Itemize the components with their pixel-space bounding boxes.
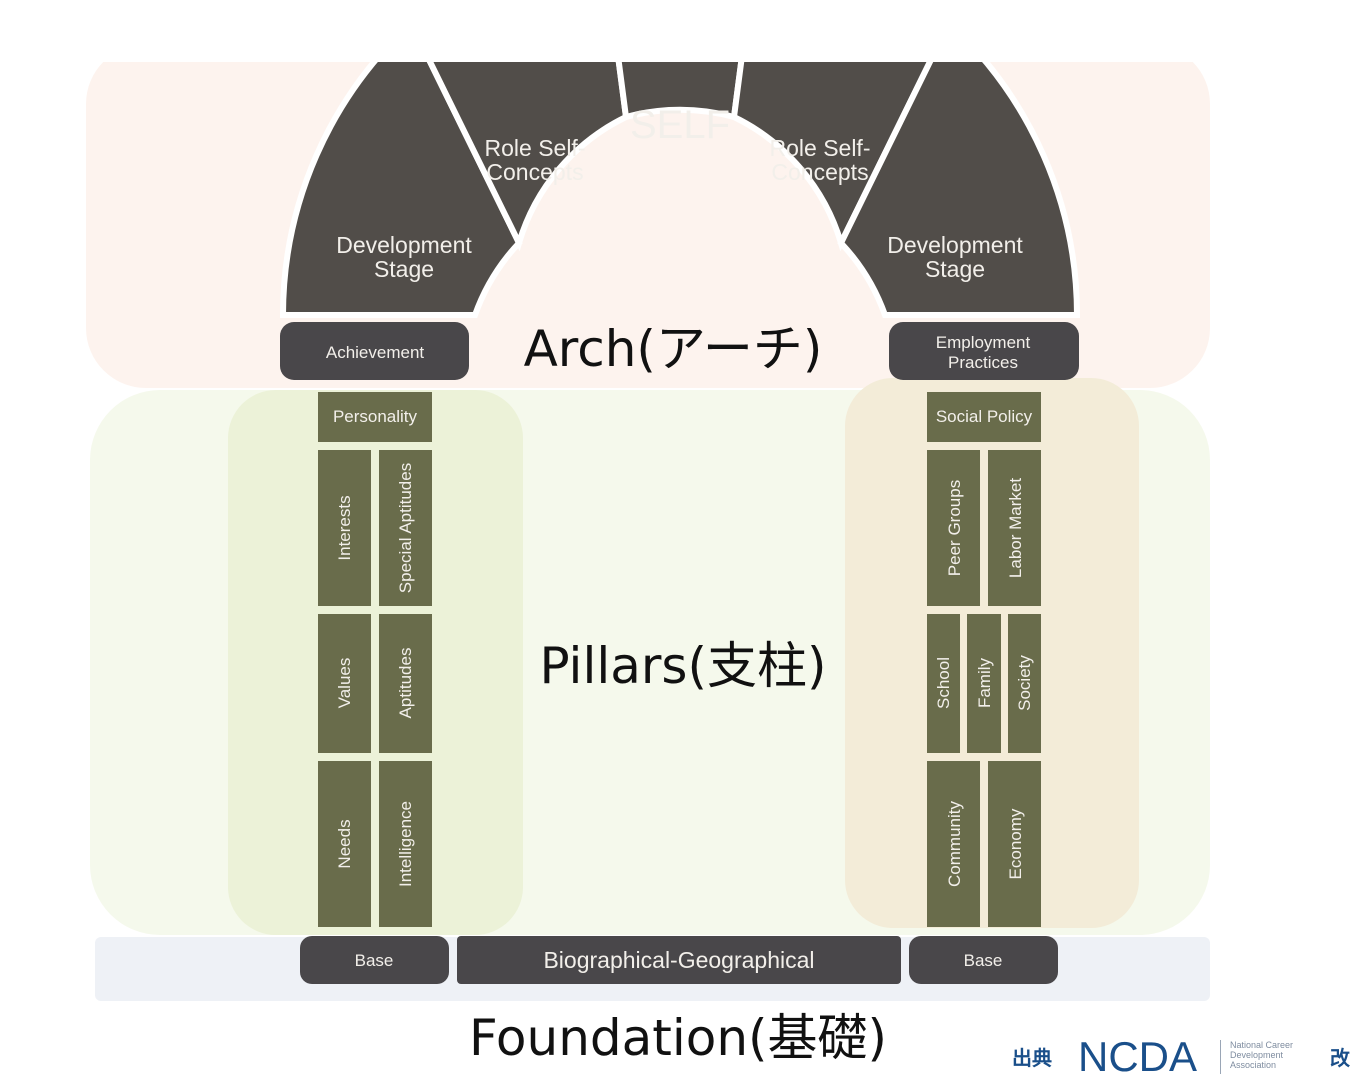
peer-groups-label: Peer Groups [945,480,964,576]
special-aptitudes-block [379,450,432,606]
personality-block [318,392,432,442]
needs-block [318,761,371,927]
arch-title: Arch(アーチ) [524,320,823,378]
community-block [927,761,980,927]
achievement-block [280,322,469,380]
biographical-geographical-block [457,936,901,984]
base-left-block [300,936,449,984]
foundation-title: Foundation(基礎) [469,1009,887,1067]
base-left-label: Base [355,951,394,970]
aptitudes-label: Aptitudes [396,648,415,719]
economy-label: Economy [1006,808,1025,879]
employment-line2: Practices [948,353,1018,372]
credit-divider [1220,1040,1221,1074]
intelligence-block [379,761,432,927]
school-label: School [934,657,953,709]
dev-left-line1: Development [336,232,472,258]
labor-market-label: Labor Market [1006,478,1025,578]
ncda-subtitle-line1: National Career [1230,1040,1293,1050]
arch-segment-dev-left [279,18,523,318]
community-label: Community [945,801,964,887]
biographical-geographical-label: Biographical-Geographical [543,947,814,973]
credit-prefix: 出典 [1012,1046,1052,1070]
role-right-line2: Concepts [771,159,868,185]
special-aptitudes-label: Special Aptitudes [396,463,415,593]
role-right-line1: Role Self- [770,135,871,161]
social-policy-label: Social Policy [936,407,1033,426]
role-left-line2: Concepts [486,159,583,185]
employment-block [889,322,1079,380]
dev-right-line2: Stage [925,256,985,282]
intelligence-label: Intelligence [396,801,415,887]
self-label: SELF [630,103,730,147]
society-block [1008,614,1041,753]
family-block [967,614,1001,753]
social-policy-block [927,392,1041,442]
aptitudes-block [379,614,432,753]
ncda-logo-text: NCDA [1078,1033,1197,1078]
needs-label: Needs [335,819,354,868]
personality-label: Personality [333,407,418,426]
school-block [927,614,960,753]
values-label: Values [335,658,354,709]
arch-segment-dev-right [837,18,1081,318]
society-label: Society [1015,655,1034,711]
base-right-label: Base [964,951,1003,970]
credit-suffix: 改 [1330,1046,1351,1070]
pillars-title: Pillars(支柱) [540,637,827,695]
left-pillar-region [228,390,523,935]
economy-block [988,761,1041,927]
values-block [318,614,371,753]
achievement-label: Achievement [326,343,425,362]
interests-label: Interests [335,495,354,560]
interests-block [318,450,371,606]
dev-right-line1: Development [887,232,1023,258]
ncda-subtitle-line2: Development [1230,1050,1284,1060]
peer-groups-block [927,450,980,606]
labor-market-block [988,450,1041,606]
role-left-line1: Role Self- [485,135,586,161]
family-label: Family [975,657,994,708]
employment-line1: Employment [936,333,1031,352]
arch-top-mask [0,0,1366,62]
base-right-block [909,936,1058,984]
dev-left-line2: Stage [374,256,434,282]
ncda-subtitle-line3: Association [1230,1060,1276,1070]
